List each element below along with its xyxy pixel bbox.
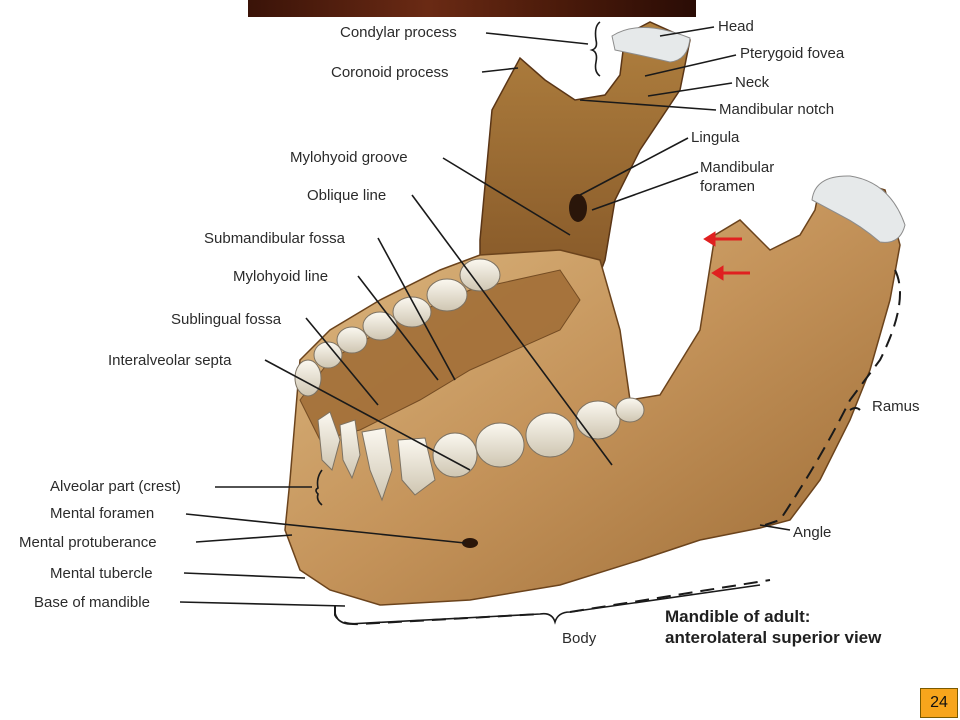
- mandibular-foramen-mark: [569, 194, 587, 222]
- label-interalveolar-septa: Interalveolar septa: [108, 352, 232, 369]
- label-oblique-line: Oblique line: [307, 187, 387, 204]
- page-number-badge: 24: [920, 688, 958, 718]
- label-mandibular-foramen-line2: foramen: [700, 178, 756, 195]
- label-head: Head: [718, 18, 754, 35]
- figure-caption: Mandible of adult: anterolateral superio…: [665, 606, 881, 648]
- label-mental-tubercle: Mental tubercle: [50, 565, 153, 582]
- label-mandibular-foramen-line1: Mandibular: [700, 159, 775, 176]
- label-alveolar-part: Alveolar part (crest): [50, 478, 181, 495]
- braces: [315, 21, 761, 625]
- caption-line-1: Mandible of adult:: [665, 607, 811, 626]
- label-mylohyoid-line: Mylohyoid line: [233, 268, 329, 285]
- label-coronoid-process: Coronoid process: [331, 64, 449, 81]
- label-mylohyoid-groove: Mylohyoid groove: [290, 149, 408, 166]
- label-base-of-mandible: Base of mandible: [34, 594, 150, 611]
- label-body: Body: [562, 630, 597, 647]
- label-angle: Angle: [793, 524, 832, 541]
- label-lingula: Lingula: [691, 129, 740, 146]
- label-ramus: Ramus: [872, 398, 920, 415]
- label-mental-foramen: Mental foramen: [50, 505, 155, 522]
- label-condylar-process: Condylar process: [340, 24, 457, 41]
- mental-foramen-mark: [462, 538, 478, 548]
- dashed-guides: [334, 269, 901, 626]
- leader-lines: [179, 26, 791, 607]
- label-mandibular-notch: Mandibular notch: [719, 101, 835, 118]
- right-condyle-head: [811, 175, 906, 243]
- near-side-teeth: [317, 397, 645, 502]
- label-submandibular-fossa: Submandibular fossa: [204, 230, 345, 247]
- left-condyle-head: [611, 27, 691, 63]
- label-pterygoid-fovea: Pterygoid fovea: [740, 45, 845, 62]
- label-neck: Neck: [735, 74, 770, 91]
- red-arrows: [703, 231, 750, 281]
- top-image-strip: [248, 0, 696, 17]
- caption-line-2: anterolateral superior view: [665, 628, 882, 647]
- ramus-brace-tick: [849, 407, 861, 411]
- label-mental-protuberance: Mental protuberance: [19, 534, 157, 551]
- label-sublingual-fossa: Sublingual fossa: [171, 311, 282, 328]
